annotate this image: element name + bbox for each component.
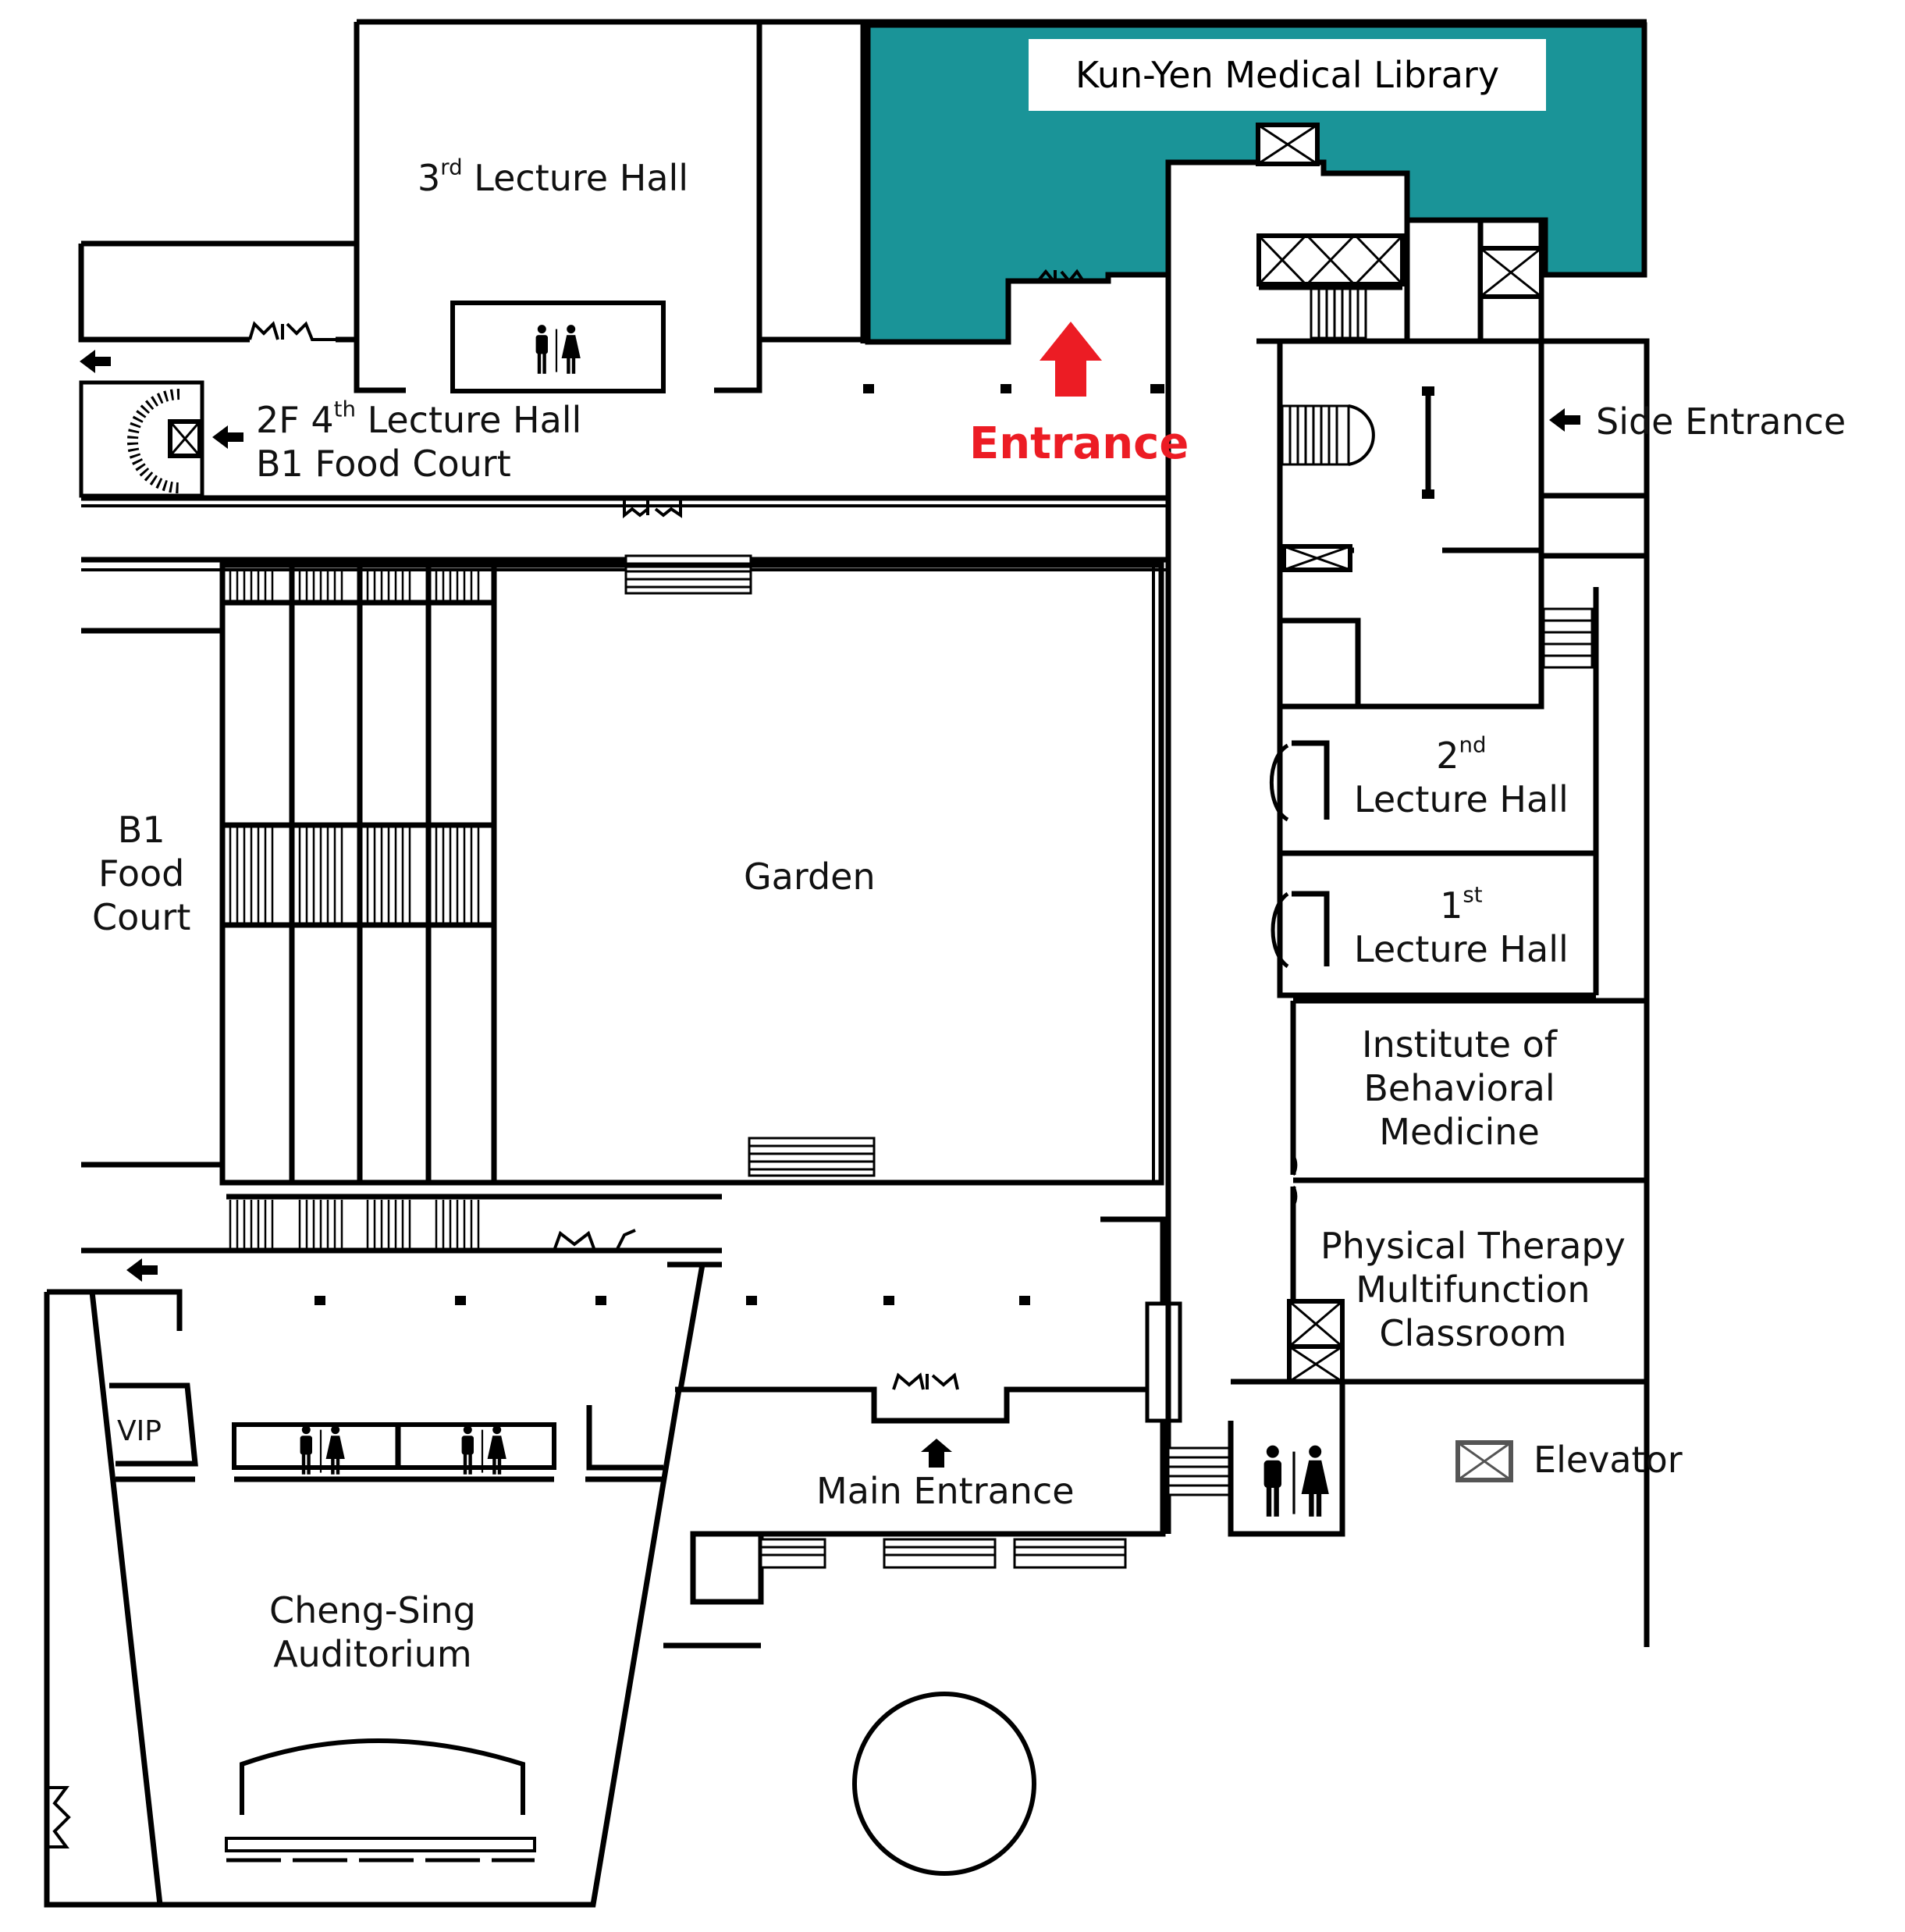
core-walls	[1165, 162, 1410, 343]
side-entrance-arrow-icon	[1549, 408, 1580, 432]
stage	[240, 1738, 525, 1815]
door-icon	[892, 1372, 959, 1390]
column	[1422, 489, 1434, 499]
door-icon	[1036, 269, 1085, 284]
side-entrance-label[interactable]: Side Entrance	[1596, 400, 1846, 443]
elevator-icon	[1281, 544, 1352, 572]
door-icon	[1292, 1155, 1298, 1207]
stairs-icon	[1542, 607, 1594, 669]
column	[1150, 384, 1164, 393]
stairs-icon	[1310, 286, 1367, 340]
restroom-figures-icon	[300, 1425, 345, 1475]
left-wing-walls	[78, 240, 357, 343]
vip-room	[109, 1382, 198, 1467]
restroom-figures-icon	[1263, 1445, 1329, 1517]
elevator-icon	[1287, 1299, 1345, 1384]
wall	[586, 1405, 663, 1471]
entrance-label[interactable]: Entrance	[969, 418, 1189, 469]
column	[746, 1296, 757, 1305]
elevator-icon	[1256, 123, 1320, 166]
arrow-icon	[80, 350, 111, 373]
lecture-hall-3-label: 3rd Lecture Hall	[418, 154, 689, 199]
elevator-legend-icon	[1455, 1440, 1513, 1482]
garden-label: Garden	[744, 856, 876, 898]
food-court-label: B1 Food Court	[92, 809, 191, 939]
wall	[756, 22, 863, 343]
column	[315, 1296, 325, 1305]
column	[1019, 1296, 1030, 1305]
restroom-figures-icon	[461, 1425, 506, 1475]
door-icon	[553, 1229, 636, 1251]
wall	[1280, 617, 1361, 706]
main-entrance-arrow-icon	[921, 1439, 952, 1468]
lecture-hall-2-label: 2nd Lecture Hall	[1354, 731, 1569, 821]
column	[1422, 386, 1434, 396]
door-icon	[623, 500, 682, 519]
restroom-icon	[295, 1425, 348, 1476]
restroom-icon	[531, 324, 584, 375]
column	[863, 384, 874, 393]
stairs-icon	[624, 554, 752, 595]
lecture-halls-walls	[1277, 706, 1596, 998]
column	[455, 1296, 466, 1305]
stairs-icon	[1167, 1446, 1231, 1496]
elevator-icon	[1256, 233, 1405, 286]
door-icon	[1269, 743, 1289, 969]
arrow-icon	[212, 425, 243, 449]
restroom-figures-icon	[535, 325, 581, 374]
entrance-arrow-icon	[1040, 322, 1102, 397]
wall	[1292, 740, 1330, 966]
spiral-stairs-icon	[127, 389, 180, 493]
wall	[677, 1216, 1166, 1397]
auditorium-wall	[89, 1291, 163, 1905]
door-icon	[47, 1786, 71, 1848]
auditorium-label: Cheng-Sing Auditorium	[269, 1589, 476, 1676]
column	[595, 1296, 606, 1305]
fountain-circle	[852, 1692, 1036, 1876]
lecture-hall-4-label: 2F 4th Lecture Hall B1 Food Court	[256, 396, 582, 486]
arrow-icon	[126, 1258, 158, 1282]
room-walls	[1290, 998, 1647, 1385]
column	[1000, 384, 1011, 393]
physical-therapy-label: Physical Therapy Multifunction Classroom	[1320, 1225, 1626, 1355]
stairs-icon	[229, 568, 480, 1249]
column	[883, 1296, 894, 1305]
main-entrance-label[interactable]: Main Entrance	[816, 1470, 1075, 1512]
stairs-icon	[1281, 404, 1375, 466]
elevator-icon	[1478, 246, 1544, 299]
restroom-block	[1228, 1379, 1345, 1537]
library-name: Kun-Yen Medical Library	[1075, 54, 1500, 96]
restroom-icon	[457, 1425, 510, 1476]
elevator-icon	[168, 419, 202, 458]
library-label: Kun-Yen Medical Library	[1029, 39, 1546, 111]
stairs-icon	[748, 1137, 876, 1177]
restroom-icon	[1256, 1444, 1334, 1519]
stairs-icon	[759, 1538, 1127, 1569]
vip-label: VIP	[117, 1415, 162, 1447]
stair-room-walls	[1277, 343, 1544, 710]
restroom-block	[450, 301, 666, 393]
wall	[1145, 1301, 1182, 1423]
stage-edge	[225, 1837, 536, 1852]
behavioral-medicine-label: Institute of Behavioral Medicine	[1362, 1023, 1557, 1154]
auditorium-outer	[44, 1289, 682, 1908]
lecture-hall-1-label: 1st Lecture Hall	[1354, 881, 1569, 971]
garden-area[interactable]	[491, 562, 1164, 1186]
elevator-legend-label: Elevator	[1534, 1439, 1683, 1481]
door-icon	[248, 321, 336, 341]
